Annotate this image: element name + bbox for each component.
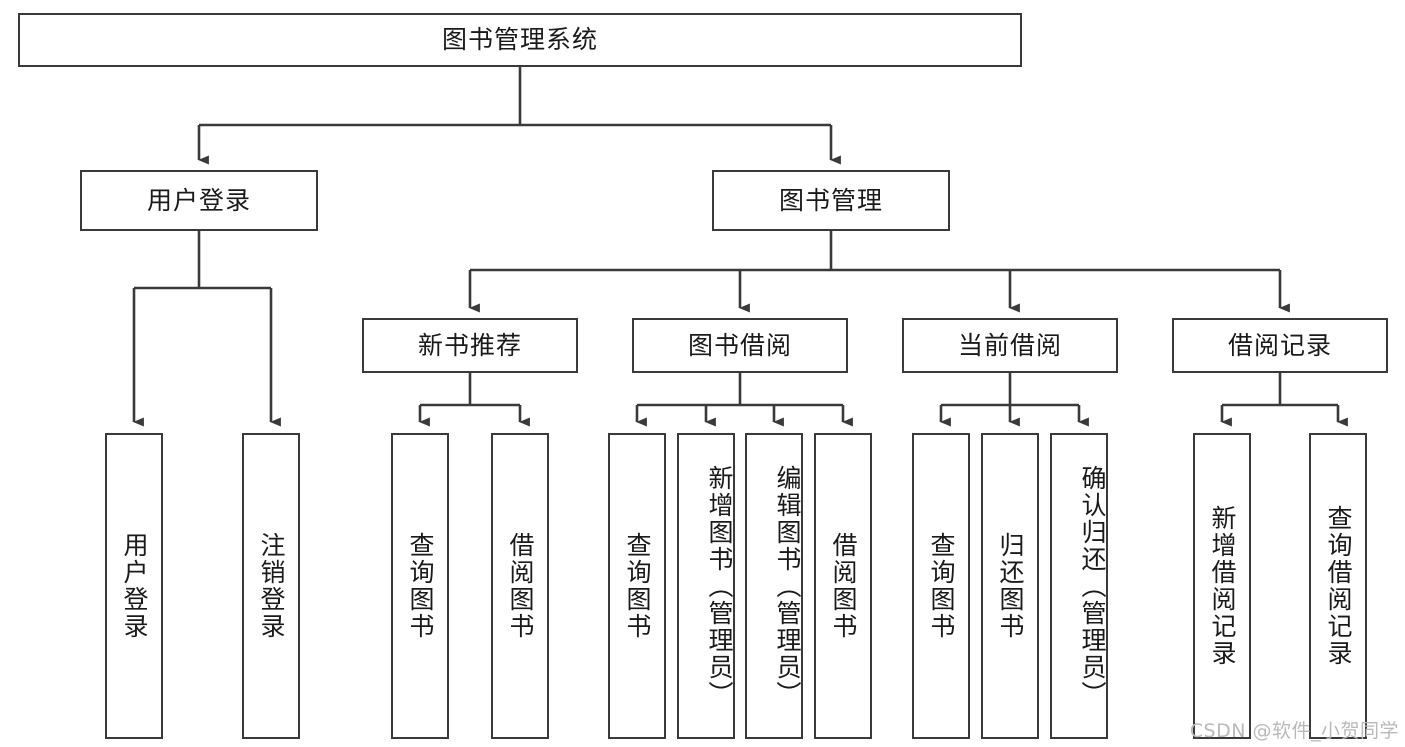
node-root-system[interactable]: 图书管理系统	[18, 13, 1022, 67]
node-book-borrow[interactable]: 图书借阅	[632, 318, 848, 373]
node-label: 图书借阅	[687, 330, 792, 360]
node-leaf-query-book-1[interactable]: 查询图书	[391, 433, 449, 739]
node-leaf-query-book-3[interactable]: 查询图书	[912, 433, 970, 739]
node-label: 图书管理系统	[441, 25, 598, 55]
node-new-book-rec[interactable]: 新书推荐	[362, 318, 578, 373]
node-leaf-add-book[interactable]: 新增图书（管理员）	[677, 433, 735, 739]
node-label: 新书推荐	[417, 330, 522, 360]
node-leaf-borrow-book-2[interactable]: 借阅图书	[814, 433, 872, 739]
node-label: 借阅图书	[506, 532, 535, 640]
node-label: 借阅记录	[1227, 330, 1332, 360]
node-label: 用户登录	[146, 185, 251, 215]
node-label: 查询图书	[623, 532, 652, 640]
node-label: 注销登录	[257, 532, 286, 640]
node-leaf-user-login[interactable]: 用户登录	[105, 433, 163, 739]
node-label: 查询借阅记录	[1324, 505, 1353, 667]
node-leaf-query-record[interactable]: 查询借阅记录	[1309, 433, 1367, 739]
node-leaf-query-book-2[interactable]: 查询图书	[608, 433, 666, 739]
node-leaf-confirm-return[interactable]: 确认归还（管理员）	[1050, 433, 1108, 739]
csdn-watermark: CSDN @软件_小贺同学	[1189, 720, 1399, 742]
node-current-borrow[interactable]: 当前借阅	[902, 318, 1118, 373]
node-label: 查询图书	[406, 532, 435, 640]
node-label: 编辑图书（管理员）	[773, 464, 802, 708]
node-leaf-return-book[interactable]: 归还图书	[981, 433, 1039, 739]
node-label: 图书管理	[778, 185, 883, 215]
node-user-login[interactable]: 用户登录	[80, 170, 318, 231]
node-label: 查询图书	[927, 532, 956, 640]
node-leaf-user-logout[interactable]: 注销登录	[242, 433, 300, 739]
node-label: 新增借阅记录	[1208, 505, 1237, 667]
node-label: 新增图书（管理员）	[705, 464, 734, 708]
node-leaf-borrow-book-1[interactable]: 借阅图书	[491, 433, 549, 739]
node-label: 借阅图书	[829, 532, 858, 640]
node-book-manage[interactable]: 图书管理	[712, 170, 950, 231]
node-borrow-record[interactable]: 借阅记录	[1172, 318, 1388, 373]
node-leaf-edit-book[interactable]: 编辑图书（管理员）	[745, 433, 803, 739]
node-label: 确认归还（管理员）	[1078, 464, 1107, 708]
node-label: 归还图书	[996, 532, 1025, 640]
node-label: 当前借阅	[957, 330, 1062, 360]
node-label: 用户登录	[120, 532, 149, 640]
node-leaf-add-record[interactable]: 新增借阅记录	[1193, 433, 1251, 739]
